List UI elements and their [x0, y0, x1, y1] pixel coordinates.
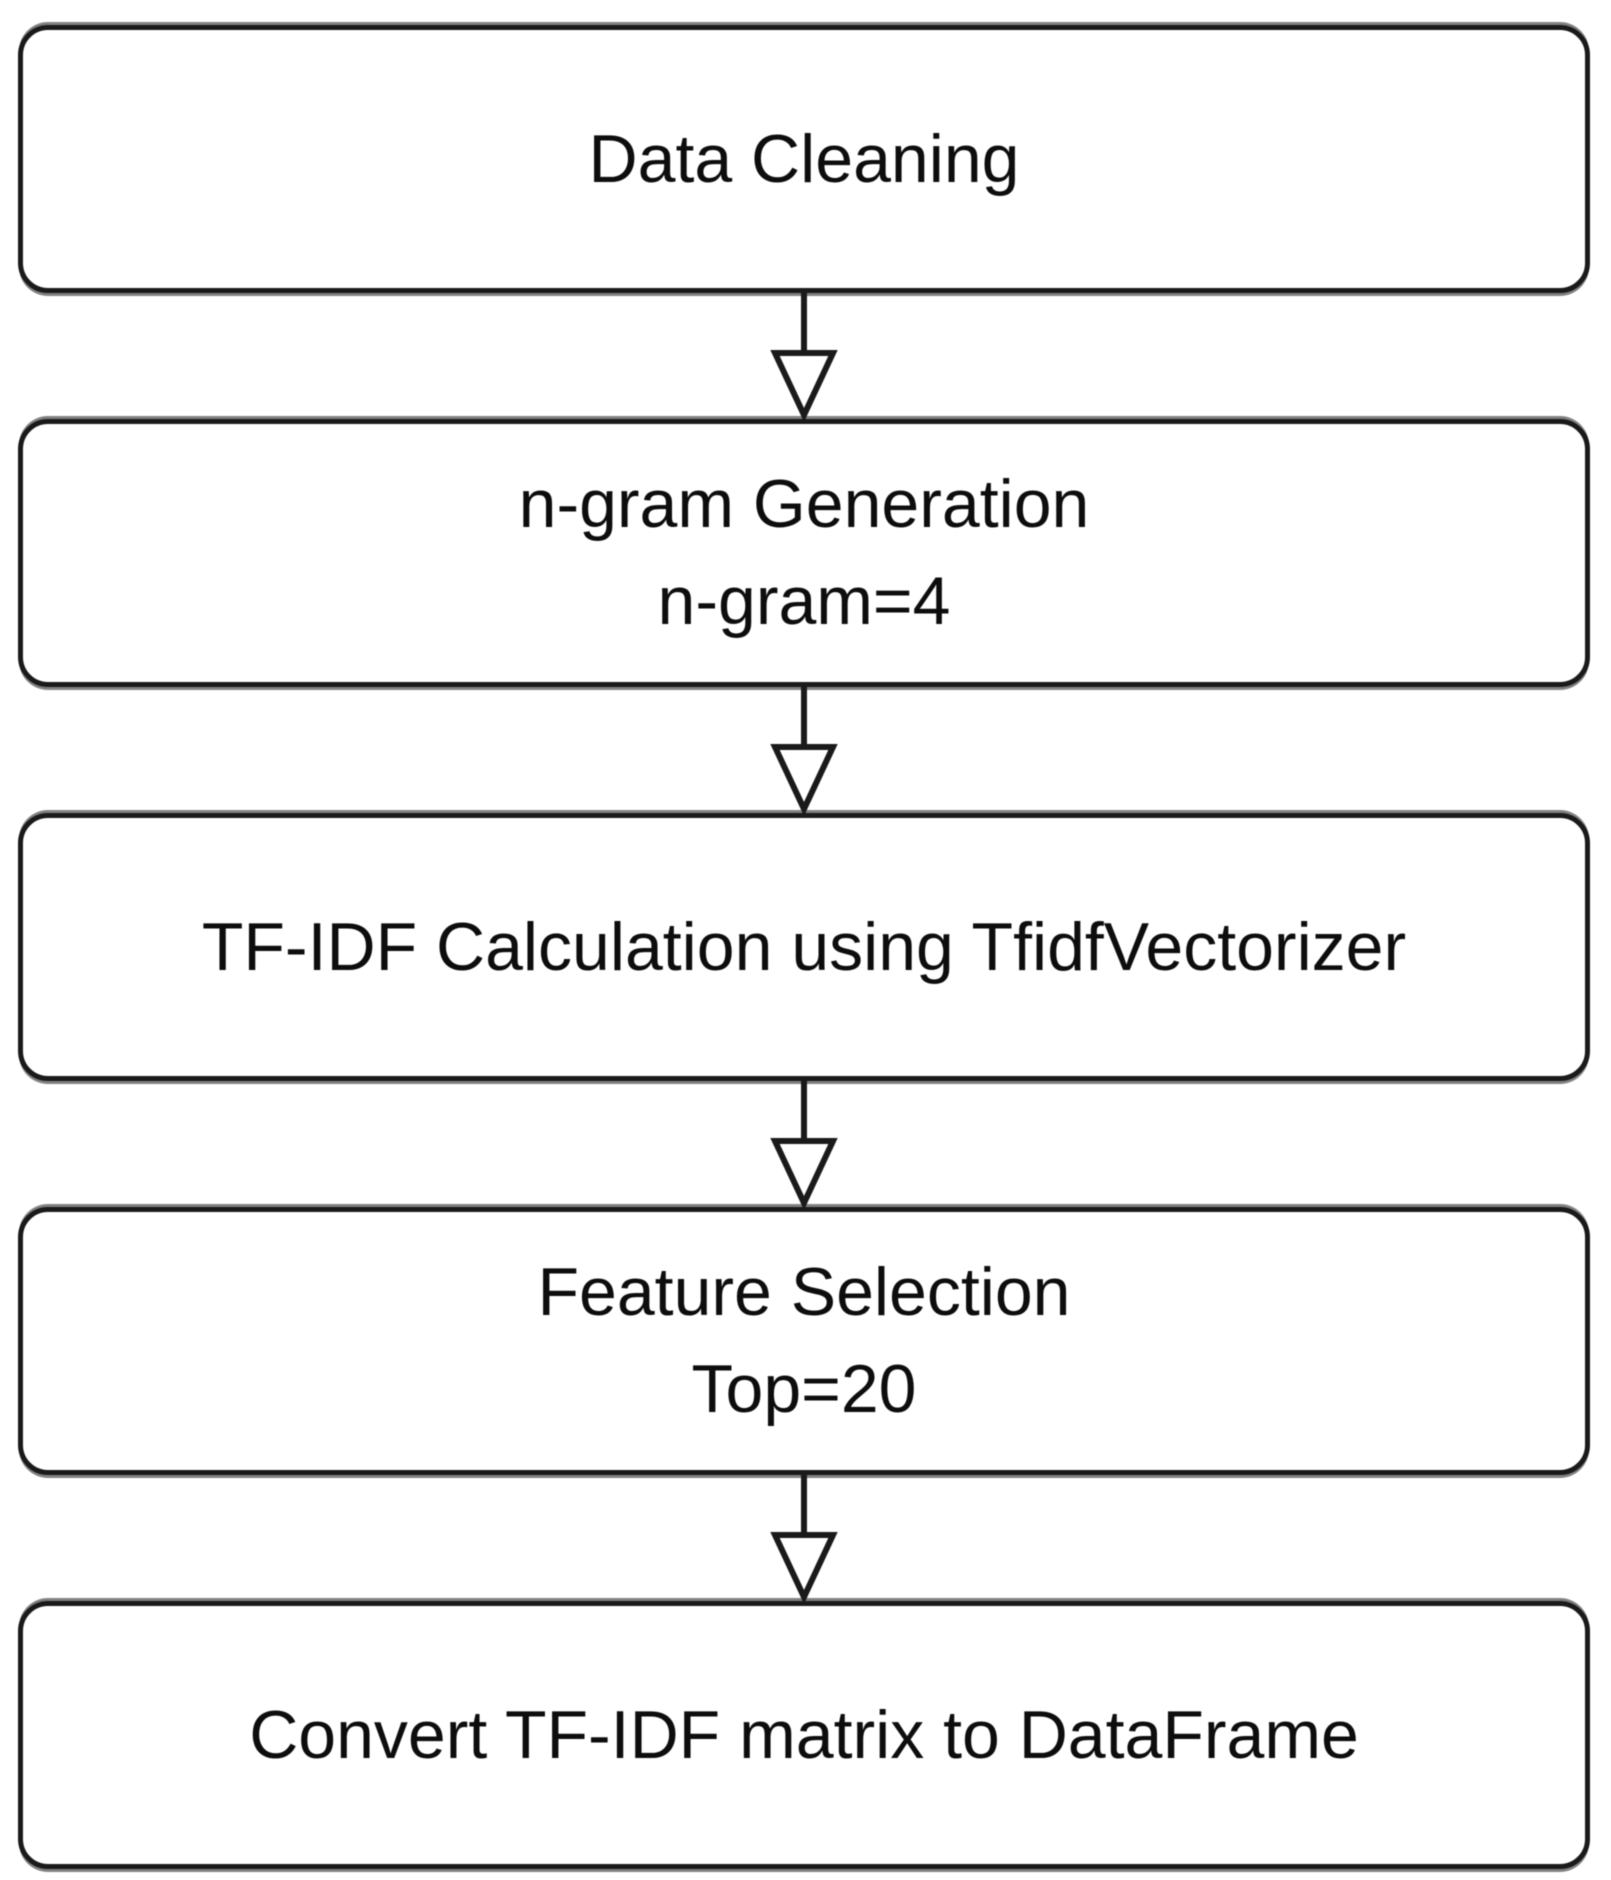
node-label: Convert TF-IDF matrix to DataFrame — [249, 1696, 1359, 1773]
connector-2 — [18, 687, 1590, 813]
node-feature-selection: Feature Selection Top=20 — [18, 1207, 1590, 1475]
arrow-down-icon — [770, 687, 838, 813]
node-sublabel: n-gram=4 — [657, 563, 951, 639]
node-label: n-gram Generation — [518, 466, 1090, 543]
connector-4 — [18, 1475, 1590, 1601]
node-label: Data Cleaning — [588, 120, 1020, 197]
node-ngram-generation: n-gram Generation n-gram=4 — [18, 419, 1590, 687]
connector-1 — [18, 293, 1590, 419]
connector-3 — [18, 1081, 1590, 1207]
arrow-down-icon — [770, 1081, 838, 1207]
arrow-down-icon — [770, 1475, 838, 1601]
node-label: Feature Selection — [537, 1254, 1071, 1331]
node-sublabel: Top=20 — [691, 1351, 917, 1427]
arrow-down-icon — [770, 293, 838, 419]
node-label: TF-IDF Calculation using TfidfVectorizer — [201, 908, 1407, 985]
node-convert-dataframe: Convert TF-IDF matrix to DataFrame — [18, 1601, 1590, 1869]
node-data-cleaning: Data Cleaning — [18, 25, 1590, 293]
node-tfidf-calculation: TF-IDF Calculation using TfidfVectorizer — [18, 813, 1590, 1081]
